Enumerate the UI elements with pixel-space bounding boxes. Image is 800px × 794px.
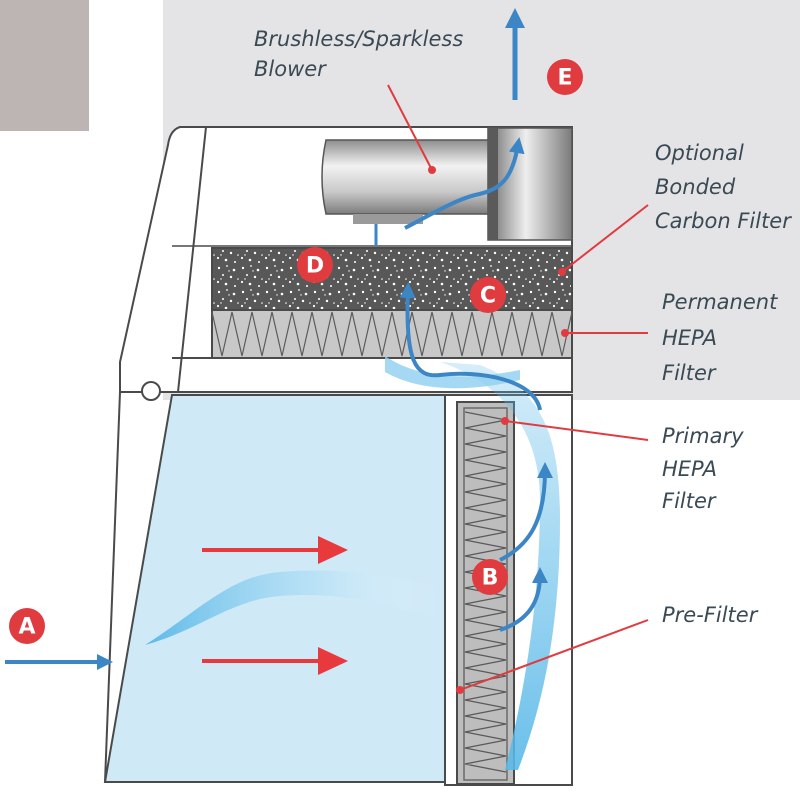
badge-b: B	[472, 559, 508, 595]
label-hepa-primary-line1: Primary	[662, 424, 744, 448]
airflow-arrow-middle	[499, 462, 553, 562]
permanent-hepa-pleats	[211, 311, 573, 357]
leader-prefilter-dot	[456, 686, 464, 694]
leader-prefilter	[459, 619, 649, 691]
housing-seam	[177, 126, 207, 393]
outlet-ring	[488, 128, 498, 240]
badge-d-text: D	[306, 254, 324, 279]
label-prefilter: Pre-Filter	[662, 603, 759, 627]
red-arrow-lower	[202, 647, 348, 675]
label-blower-line1: Brushless/Sparkless	[254, 27, 463, 51]
blower-base	[353, 214, 423, 224]
leader-hepa-primary-dot	[501, 417, 509, 425]
label-hepa-permanent-line1: Permanent	[662, 290, 778, 314]
permanent-hepa-filter	[211, 309, 573, 359]
rising-airflow-ribbon	[440, 362, 560, 770]
label-blower-line2: Blower	[254, 57, 327, 81]
carbon-filter	[211, 247, 573, 311]
airflow-arrow-blower	[404, 137, 525, 230]
intake-airflow-wisp	[145, 570, 440, 645]
red-arrow-upper	[202, 536, 348, 564]
badge-d: D	[297, 247, 333, 283]
pre-filter-frame	[463, 407, 508, 781]
label-hepa-primary-line3: Filter	[662, 489, 717, 513]
badge-a-text: A	[18, 615, 35, 640]
badge-c-text: C	[480, 284, 496, 309]
front-edge	[104, 391, 121, 783]
badge-b-text: B	[482, 566, 499, 591]
leader-carbon-dot	[558, 268, 566, 276]
airflow-arrow-lower	[499, 567, 548, 632]
badge-e: E	[547, 59, 583, 95]
airflow-arrow-upper	[399, 282, 542, 411]
label-carbon-line1: Optional	[655, 141, 744, 165]
label-hepa-permanent-line2: HEPA	[662, 326, 717, 350]
hinge-knob	[141, 381, 161, 401]
label-hepa-primary-line2: HEPA	[662, 457, 717, 481]
corner-block	[0, 0, 89, 131]
leader-blower-dot	[428, 166, 436, 174]
label-carbon-line3: Carbon Filter	[655, 209, 792, 233]
badge-e-text: E	[557, 66, 572, 91]
badge-a: A	[9, 608, 45, 644]
label-carbon-line2: Bonded	[655, 175, 736, 199]
leader-hepa-primary	[504, 420, 649, 441]
turn-airflow-ribbon	[385, 356, 520, 389]
label-hepa-permanent-line3: Filter	[662, 361, 717, 385]
badge-c: C	[470, 277, 506, 313]
leader-hepa-permanent-dot	[561, 329, 569, 337]
leader-blower	[387, 84, 433, 171]
leader-carbon	[561, 204, 649, 273]
blower-housing	[321, 139, 496, 215]
